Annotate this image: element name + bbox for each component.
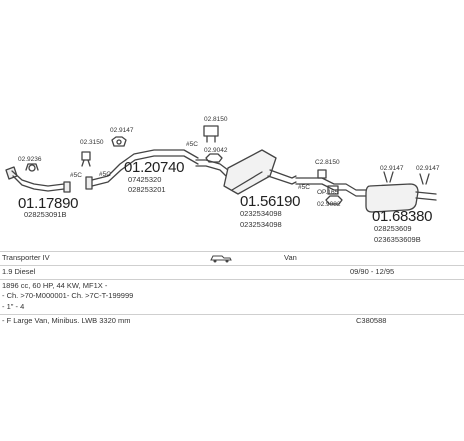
part-number: #5C: [99, 171, 111, 178]
front-pipe-part: [5, 166, 71, 193]
part-number: 02.9082: [317, 201, 341, 208]
vehicle-info-table: Transporter IV Van 1.9 Diesel 09/90 - 12…: [0, 251, 464, 331]
part-number: 02.9236: [18, 156, 42, 163]
engine-spec: 1896 cc, 60 HP, 44 KW, MF1X -: [2, 281, 108, 290]
clamp-part: [317, 169, 430, 205]
clamp-part: [25, 163, 39, 172]
part-number: OP.165: [317, 189, 339, 196]
variant: - F Large Van, Minibus. LWB 3320 mm: [2, 316, 131, 325]
catalog-code: C380588: [356, 316, 387, 325]
part-number: 01.56190: [240, 193, 301, 210]
part-number: #5C: [298, 184, 310, 191]
part-number: 01.20740: [124, 159, 185, 176]
centre-silencer-part: [195, 149, 297, 195]
part-number: 02.9147: [380, 165, 404, 172]
body-type: Van: [284, 253, 297, 262]
reference-number: 0236353609B: [374, 235, 421, 244]
part-number: 02.3150: [80, 139, 104, 146]
years: 09/90 - 12/95: [350, 267, 395, 276]
vehicle-icon: [210, 253, 232, 265]
reference-number: 07425320: [128, 175, 162, 184]
reference-number: 028253609: [374, 224, 412, 233]
table-row: - 1" - 4: [0, 301, 464, 312]
part-number: #5C: [70, 172, 82, 179]
part-number: #5C: [186, 141, 198, 148]
reference-number: 028253201: [128, 185, 166, 194]
part-number: 02.8150: [204, 116, 228, 123]
part-number: 02.9042: [204, 147, 228, 154]
part-number: 01.68380: [372, 208, 433, 225]
clamp-pair-part: [203, 125, 223, 163]
middle-pipe-part: [85, 149, 199, 190]
part-number: 02.9147: [110, 127, 134, 134]
model-name: Transporter IV: [2, 253, 50, 262]
table-row: Transporter IV Van: [0, 251, 464, 263]
reference-number: 0232534098: [240, 220, 282, 229]
table-row: 1896 cc, 60 HP, 44 KW, MF1X -: [0, 279, 464, 291]
reference-number: 028253091B: [24, 210, 67, 219]
note: - 1" - 4: [2, 302, 25, 311]
exhaust-system-diagram: 02.9236 #5C 01.17890 028253091B 02.3150 …: [5, 116, 440, 244]
reference-number: 0232534098: [240, 209, 282, 218]
part-number: C2.8150: [315, 159, 340, 166]
table-row: - F Large Van, Minibus. LWB 3320 mm C380…: [0, 314, 464, 326]
engine: 1.9 Diesel: [2, 267, 36, 276]
table-row: - Ch. >70-M000001- Ch. >7C-T-199999: [0, 290, 464, 301]
clamp-pair-part: [81, 136, 127, 167]
part-number: 02.9147: [416, 165, 440, 172]
chassis-range: - Ch. >70-M000001- Ch. >7C-T-199999: [2, 291, 134, 300]
part-number: 01.17890: [18, 195, 79, 212]
table-row: 1.9 Diesel 09/90 - 12/95: [0, 265, 464, 277]
